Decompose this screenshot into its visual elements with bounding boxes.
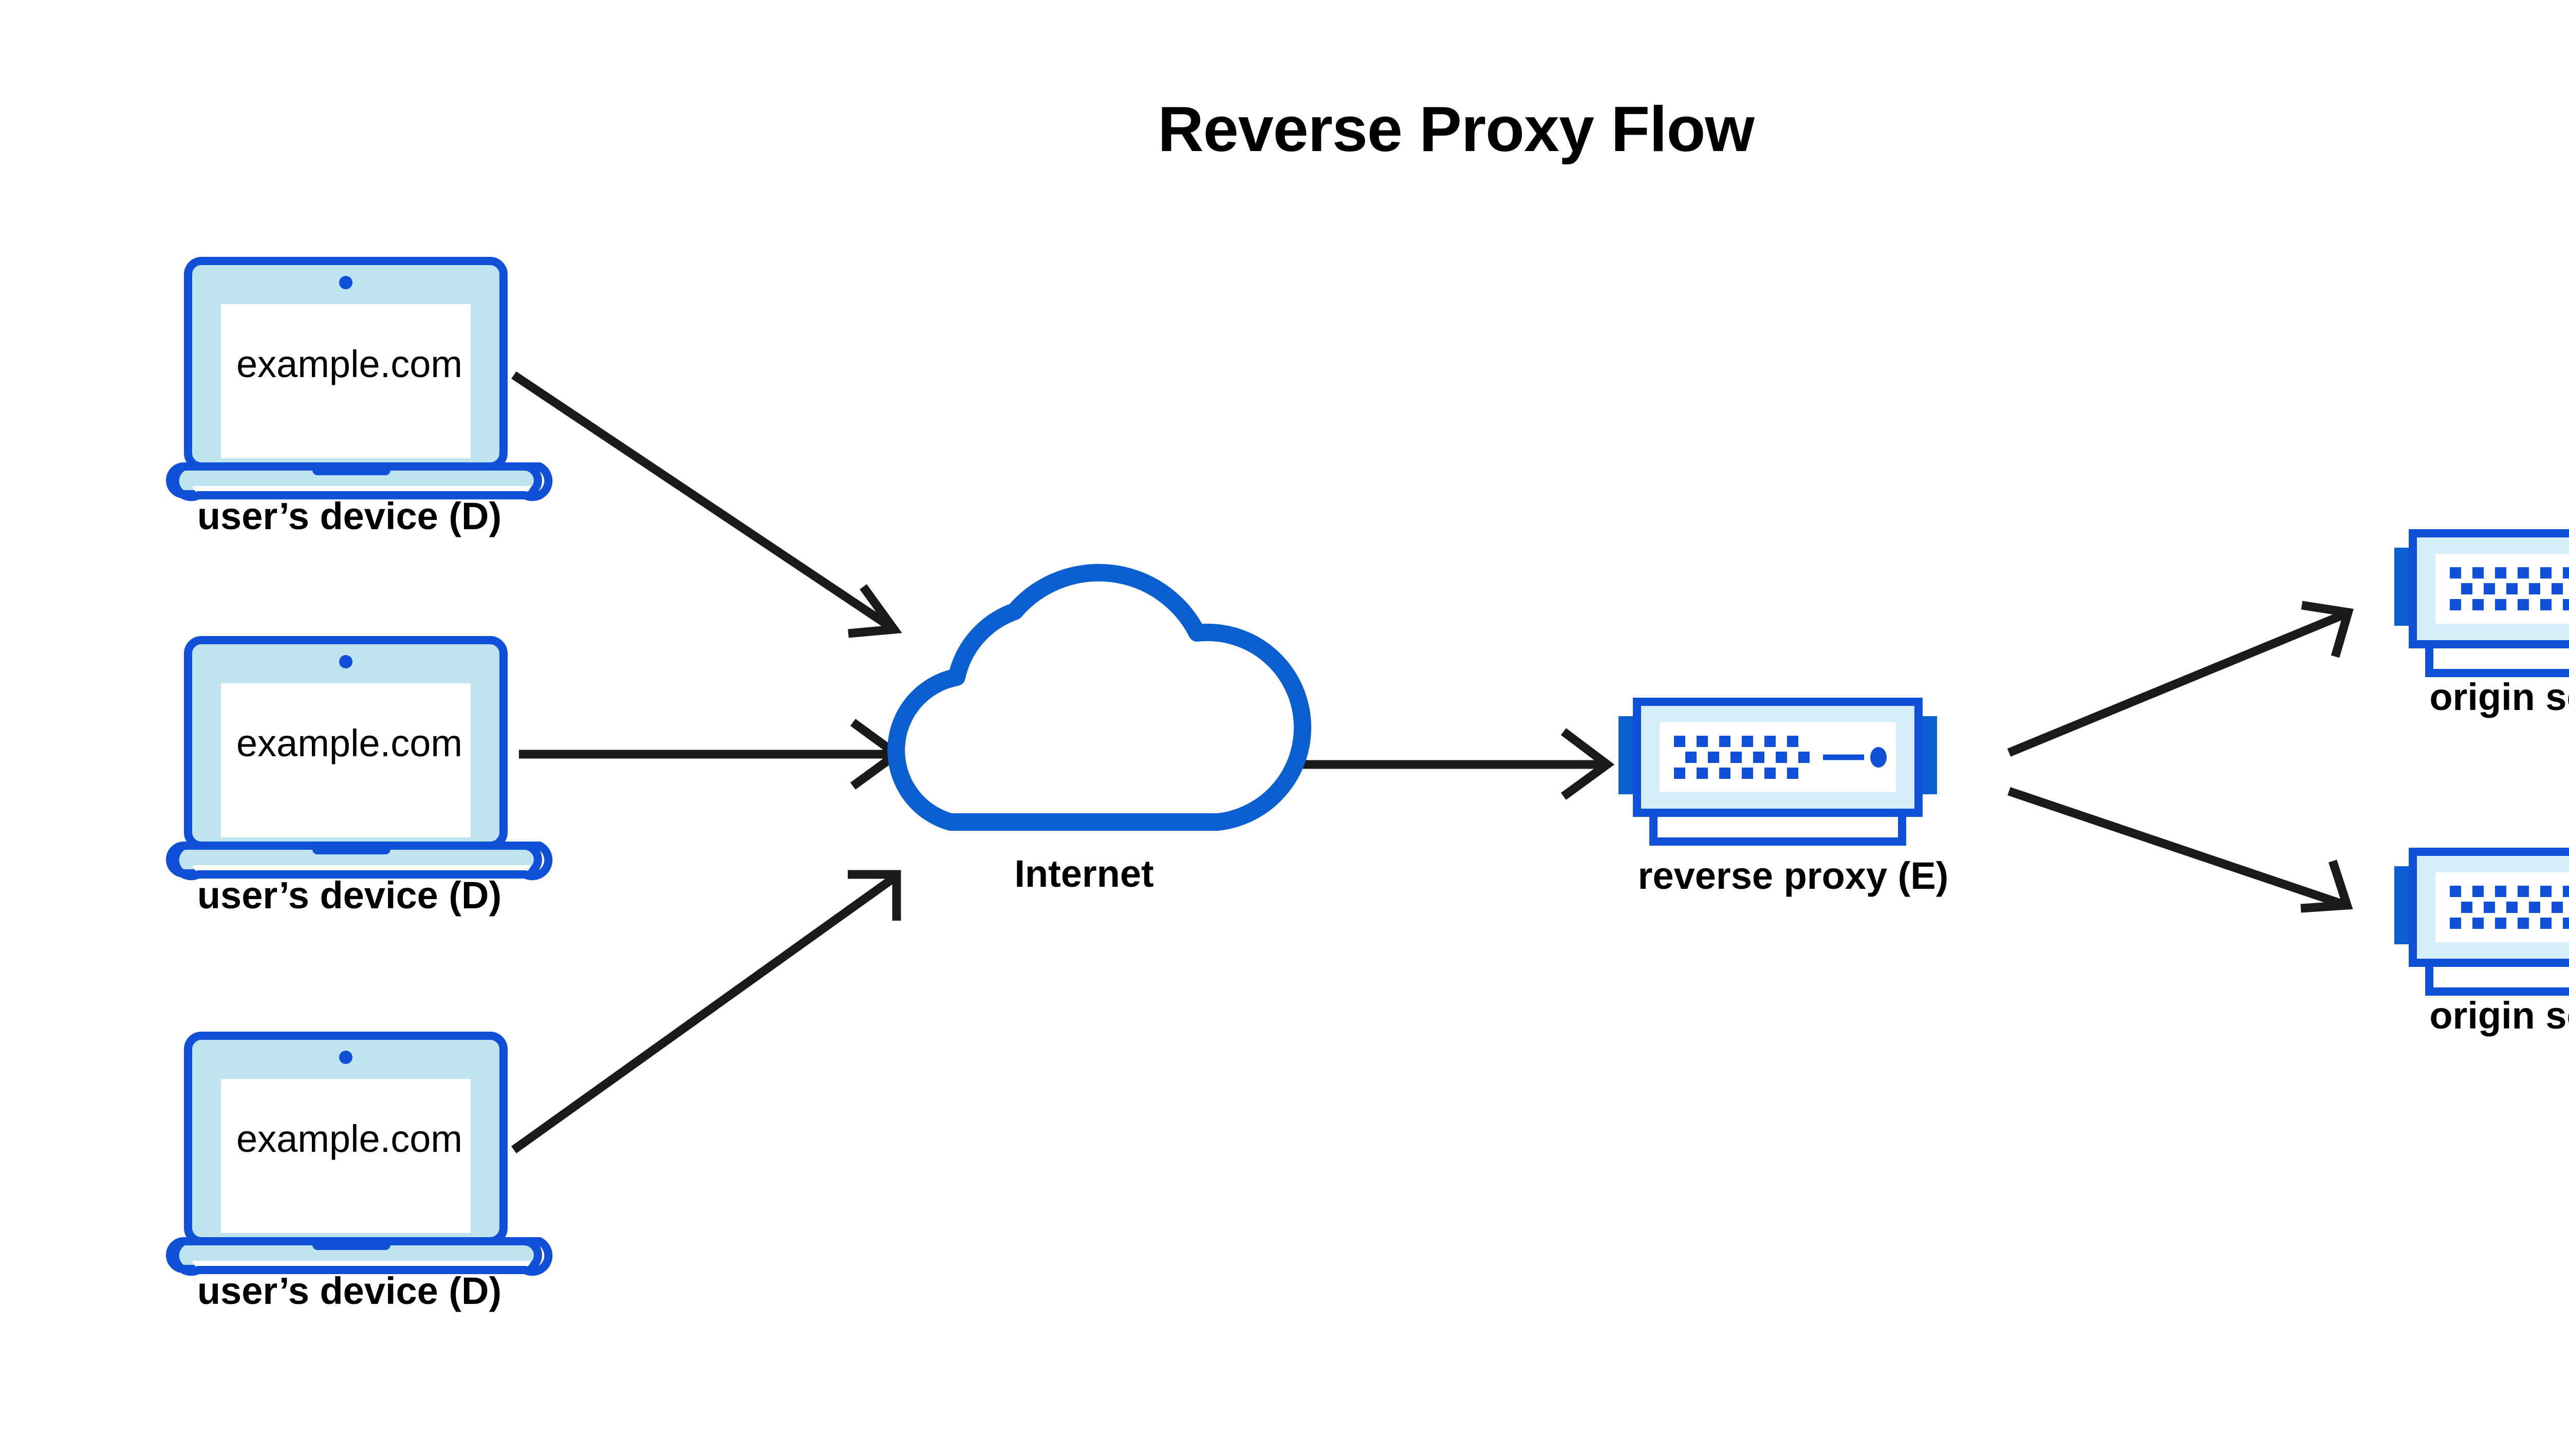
internet-caption: Internet xyxy=(1014,852,1154,895)
client-1-caption: user’s device (D) xyxy=(197,495,502,537)
origin-2-caption: origin server (F) xyxy=(2429,994,2569,1037)
edge-proxy-origin2 xyxy=(2007,787,2353,913)
client-3-screen-text: example.com xyxy=(236,1117,463,1160)
reverse-proxy-caption: reverse proxy (E) xyxy=(1637,854,1949,897)
client-2-caption: user’s device (D) xyxy=(197,874,502,917)
edge-layer xyxy=(511,371,2354,1153)
cloud-icon xyxy=(887,564,1312,831)
edge-client1-internet xyxy=(511,371,902,638)
edge-client3-internet xyxy=(511,870,901,1153)
page-title: Reverse Proxy Flow xyxy=(1158,94,1755,165)
client-2-screen-text: example.com xyxy=(236,722,463,764)
origin-1-caption: origin server (F) xyxy=(2429,676,2569,718)
internet-node[interactable] xyxy=(887,564,1312,831)
edge-client2-internet xyxy=(519,719,904,790)
edge-proxy-origin1 xyxy=(2007,601,2354,757)
client-1-screen-text: example.com xyxy=(236,343,463,385)
reverse-proxy-node[interactable] xyxy=(1618,702,1937,842)
origin-2-node[interactable] xyxy=(2394,852,2569,992)
client-3-caption: user’s device (D) xyxy=(197,1270,502,1312)
origin-1-node[interactable] xyxy=(2394,533,2569,673)
